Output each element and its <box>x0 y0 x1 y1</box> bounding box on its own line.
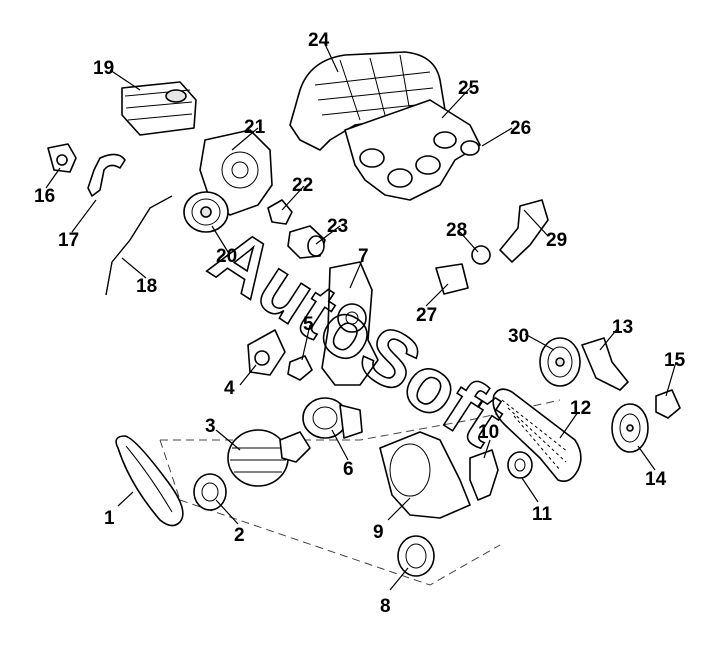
callout-11: 11 <box>532 504 553 525</box>
timing-cover-9-part <box>379 431 471 519</box>
callout-23: 23 <box>327 216 348 237</box>
pump-housing-part <box>199 129 273 216</box>
crank-pulley-8-part <box>397 535 435 577</box>
callout-25: 25 <box>458 78 480 99</box>
coolant-hose-part <box>87 153 126 197</box>
coupling-6-part <box>302 397 363 439</box>
tensioner-10-part <box>469 449 499 501</box>
callout-16: 16 <box>34 186 55 207</box>
callout-28: 28 <box>446 220 467 241</box>
cam-pulley-30-part <box>539 337 581 387</box>
callout-4: 4 <box>224 378 235 399</box>
callout-3: 3 <box>205 416 216 437</box>
callout-6: 6 <box>343 459 354 480</box>
callout-24: 24 <box>308 30 330 51</box>
callout-17: 17 <box>58 230 79 251</box>
tensioner-4-part <box>247 329 286 376</box>
thermostat-housing-part <box>47 143 77 173</box>
callout-19: 19 <box>93 58 114 79</box>
callout-14: 14 <box>645 469 667 490</box>
callout-10: 10 <box>478 422 499 443</box>
sensor-15-part <box>655 389 681 419</box>
idler-11-part <box>507 451 533 479</box>
callout-29: 29 <box>546 230 567 251</box>
callout-20: 20 <box>216 246 237 267</box>
callout-27: 27 <box>416 305 437 326</box>
backplate-13-part <box>581 337 629 391</box>
callout-2: 2 <box>234 525 245 546</box>
timing-bracket-part <box>321 261 379 386</box>
callout-1: 1 <box>104 508 115 529</box>
leader-lines <box>45 41 677 591</box>
callout-30: 30 <box>508 326 529 347</box>
callout-7: 7 <box>358 246 369 267</box>
callout-13: 13 <box>612 317 633 338</box>
expansion-tank-part <box>121 81 197 136</box>
timing-belt-part <box>492 388 582 483</box>
callout-18: 18 <box>136 276 157 297</box>
intake-manifold-part <box>344 99 481 201</box>
bracket-27-part <box>435 263 469 295</box>
bracket-29-part <box>499 199 549 263</box>
callout-21: 21 <box>244 117 266 138</box>
callout-9: 9 <box>373 522 384 543</box>
bolt-5-part <box>287 355 313 381</box>
drive-belt-1-part <box>115 435 184 527</box>
pulley-14-part <box>611 403 649 453</box>
pulley-2-part <box>193 473 227 511</box>
callout-22: 22 <box>292 175 313 196</box>
callout-labels: 1 2 3 4 5 6 7 8 9 10 11 12 13 14 15 16 1… <box>34 30 686 617</box>
alternator-3-part <box>227 429 311 487</box>
pulley-20-part <box>183 191 229 233</box>
callout-26: 26 <box>510 118 531 139</box>
callout-8: 8 <box>380 596 391 617</box>
callout-15: 15 <box>664 350 686 371</box>
callout-12: 12 <box>570 398 591 419</box>
coolant-pipe-part <box>105 195 173 296</box>
callout-5: 5 <box>303 314 314 335</box>
